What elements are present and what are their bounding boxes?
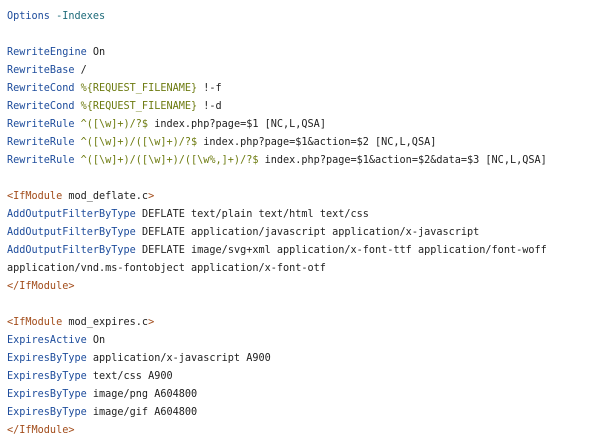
- directive-value: index.php?page=$1&action=$2&data=$3 [NC,…: [258, 155, 547, 166]
- code-line: AddOutputFilterByType DEFLATE text/plain…: [7, 206, 596, 224]
- code-line: </IfModule>: [7, 278, 596, 296]
- blank-line: [7, 26, 596, 44]
- directive-value: !-f: [197, 83, 222, 94]
- directive-value: DEFLATE application/javascript applicati…: [135, 227, 480, 238]
- directive-keyword: RewriteCond: [7, 83, 75, 94]
- module-tag: <IfModule: [7, 317, 63, 328]
- code-line: RewriteEngine On: [7, 44, 596, 62]
- directive-value: image/gif A604800: [86, 407, 198, 418]
- blank-line: [7, 170, 596, 188]
- directive-value: index.php?page=$1&action=$2 [NC,L,QSA]: [197, 137, 437, 148]
- code-line: <IfModule mod_deflate.c>: [7, 188, 596, 206]
- code-line: </IfModule>: [7, 422, 596, 440]
- directive-pattern: %{REQUEST_FILENAME}: [74, 83, 198, 94]
- directive-pattern: ^([\w]+)/([\w]+)/?$: [74, 137, 198, 148]
- directive-keyword: ExpiresByType: [7, 371, 87, 382]
- directive-keyword: RewriteEngine: [7, 47, 87, 58]
- module-tag: </IfModule>: [7, 281, 75, 292]
- directive-keyword: RewriteBase: [7, 65, 75, 76]
- code-line: RewriteRule ^([\w]+)/([\w]+)/?$ index.ph…: [7, 134, 596, 152]
- directive-keyword: RewriteRule: [7, 119, 75, 130]
- directive-keyword: Options: [7, 11, 50, 22]
- code-line: RewriteRule ^([\w]+)/([\w]+)/([\w%,]+)/?…: [7, 152, 596, 170]
- directive-keyword: RewriteRule: [7, 137, 75, 148]
- directive-keyword: RewriteRule: [7, 155, 75, 166]
- directive-value: image/png A604800: [86, 389, 198, 400]
- directive-keyword: ExpiresByType: [7, 353, 87, 364]
- directive-keyword: AddOutputFilterByType: [7, 245, 136, 256]
- directive-pattern: %{REQUEST_FILENAME}: [74, 101, 198, 112]
- code-line: <IfModule mod_expires.c>: [7, 314, 596, 332]
- module-tag: <IfModule: [7, 191, 63, 202]
- code-line: ExpiresByType image/gif A604800: [7, 404, 596, 422]
- directive-option: -Indexes: [56, 11, 106, 22]
- code-line: ExpiresByType application/x-javascript A…: [7, 350, 596, 368]
- code-line: ExpiresActive On: [7, 332, 596, 350]
- directive-value: DEFLATE text/plain text/html text/css: [135, 209, 369, 220]
- blank-line: [7, 296, 596, 314]
- code-line: AddOutputFilterByType DEFLATE image/svg+…: [7, 242, 596, 260]
- directive-value: application/vnd.ms-fontobject applicatio…: [7, 263, 326, 274]
- module-name: mod_expires.c: [62, 317, 149, 328]
- directive-value: index.php?page=$1 [NC,L,QSA]: [148, 119, 326, 130]
- code-line: RewriteBase /: [7, 62, 596, 80]
- directive-value: On: [86, 47, 106, 58]
- directive-keyword: AddOutputFilterByType: [7, 209, 136, 220]
- directive-keyword: RewriteCond: [7, 101, 75, 112]
- directive-pattern: ^([\w]+)/?$: [74, 119, 149, 130]
- directive-value: /: [74, 65, 87, 76]
- code-line: RewriteRule ^([\w]+)/?$ index.php?page=$…: [7, 116, 596, 134]
- module-tag-close: >: [148, 191, 155, 202]
- code-line: RewriteCond %{REQUEST_FILENAME} !-f: [7, 80, 596, 98]
- directive-value: !-d: [197, 101, 222, 112]
- directive-keyword: ExpiresActive: [7, 335, 87, 346]
- module-name: mod_deflate.c: [62, 191, 149, 202]
- directive-value: text/css A900: [86, 371, 173, 382]
- code-line: RewriteCond %{REQUEST_FILENAME} !-d: [7, 98, 596, 116]
- code-line: application/vnd.ms-fontobject applicatio…: [7, 260, 596, 278]
- directive-value: On: [86, 335, 106, 346]
- code-line: ExpiresByType image/png A604800: [7, 386, 596, 404]
- code-line: AddOutputFilterByType DEFLATE applicatio…: [7, 224, 596, 242]
- code-line: ExpiresByType text/css A900: [7, 368, 596, 386]
- module-tag-close: >: [148, 317, 155, 328]
- module-tag: </IfModule>: [7, 425, 75, 436]
- directive-value: DEFLATE image/svg+xml application/x-font…: [135, 245, 547, 256]
- directive-keyword: ExpiresByType: [7, 407, 87, 418]
- directive-keyword: ExpiresByType: [7, 389, 87, 400]
- directive-value: application/x-javascript A900: [86, 353, 271, 364]
- directive-keyword: AddOutputFilterByType: [7, 227, 136, 238]
- directive-pattern: ^([\w]+)/([\w]+)/([\w%,]+)/?$: [74, 155, 259, 166]
- code-line: Options -Indexes: [7, 8, 596, 26]
